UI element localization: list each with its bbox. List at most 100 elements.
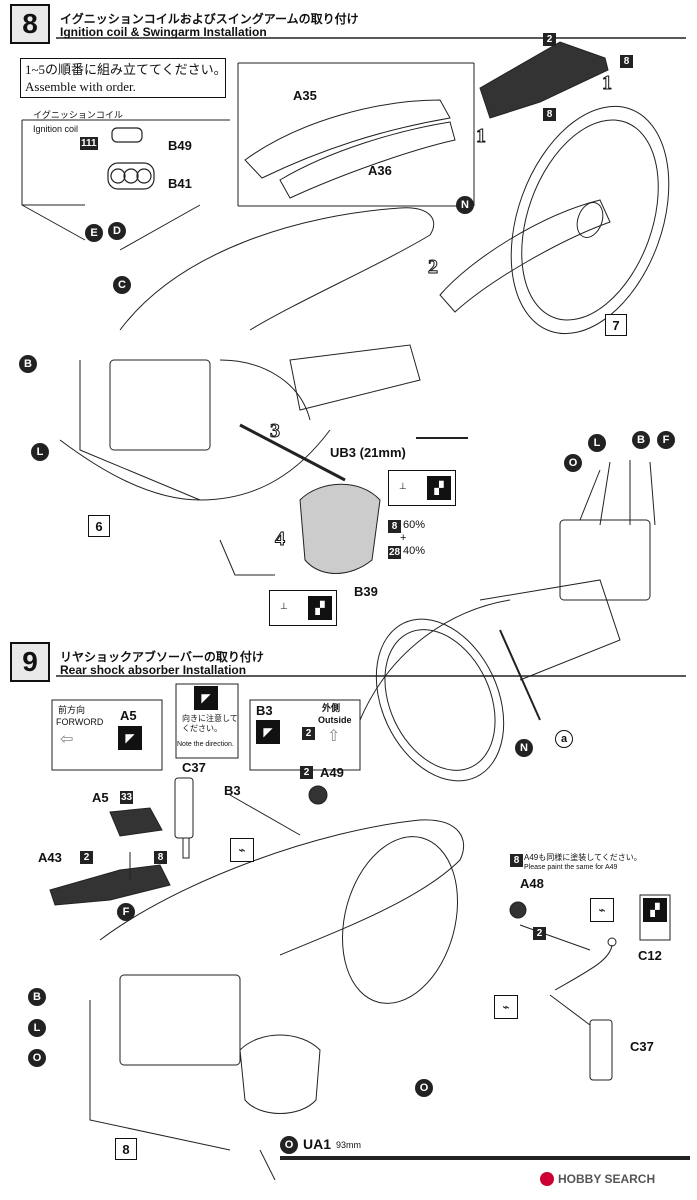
decal-b-left: B <box>19 355 37 373</box>
part-a36: A36 <box>368 163 392 178</box>
order-mark-1-left: 1 <box>476 125 487 148</box>
cement-icon-left: ⌁ <box>230 838 254 862</box>
direction-note-en: Note the direction. <box>177 741 234 748</box>
decal-f-right: F <box>657 431 675 449</box>
step9-title-en: Rear shock absorber Installation <box>60 663 247 677</box>
forward-label-jp: 前方向 <box>58 705 86 715</box>
part-b49: B49 <box>168 138 192 153</box>
decal-b-right: B <box>632 431 650 449</box>
sub-step-6: 6 <box>88 515 110 537</box>
paint-mix-plus: + <box>400 532 407 544</box>
decal-c: C <box>113 276 131 294</box>
step-number-9: 9 <box>10 642 50 682</box>
watermark-text: HOBBY SEARCH <box>558 1172 656 1186</box>
paint-callout-28: 28 <box>388 546 402 559</box>
part-a5-main: A5 <box>92 790 109 805</box>
paint-icon: ▞ <box>427 476 451 500</box>
paint-mix-40: 40% <box>403 545 426 557</box>
ignition-coil-label-jp: イグニッションコイル <box>33 110 123 120</box>
decal-l-step9: L <box>28 1019 46 1037</box>
part-ub3: UB3 (21mm) <box>330 445 406 460</box>
sub-step-7: 7 <box>605 314 627 336</box>
part-a35: A35 <box>293 88 317 103</box>
part-b3-main: B3 <box>224 783 241 798</box>
order-mark-4: 4 <box>275 528 286 551</box>
part-c12: C12 <box>638 948 662 963</box>
paint-callout-2-a49: 2 <box>300 766 313 779</box>
part-a43: A43 <box>38 850 62 865</box>
order-mark-3: 3 <box>270 420 281 443</box>
part-b41: B41 <box>168 176 192 191</box>
paint-callout-2-a43: 2 <box>80 851 93 864</box>
direction-icon: ◤ <box>194 686 218 710</box>
part-c37-left: C37 <box>182 760 206 775</box>
step-number-text: 8 <box>22 8 38 39</box>
part-a49: A49 <box>320 765 344 780</box>
paint-tip-icon-lower: ⊥ <box>280 601 288 611</box>
part-a48: A48 <box>520 876 544 891</box>
decal-l-right: L <box>588 434 606 452</box>
step8-title-jp: イグニッションコイルおよびスイングアームの取り付け <box>60 12 359 26</box>
paint-box-lower: ▞ ⊥ <box>269 590 337 626</box>
forward-label-en: FORWORD <box>56 717 104 727</box>
paint-tip-icon: ⊥ <box>399 481 407 491</box>
step9-title-jp: リヤショックアブソーバーの取り付け <box>60 650 264 664</box>
decal-l-left: L <box>31 443 49 461</box>
cement-icon-c12: ⌁ <box>590 898 614 922</box>
decal-e: E <box>85 224 103 242</box>
paint-callout-33: 33 <box>120 791 134 804</box>
sub-step-8: 8 <box>115 1138 137 1160</box>
paint-callout-2: 2 <box>543 33 556 46</box>
paint-callout-2-b3: 2 <box>302 727 315 740</box>
paint-direction-icon: ◤ <box>118 726 142 750</box>
decal-d: D <box>108 222 126 240</box>
part-b3-box: B3 <box>256 703 273 718</box>
outside-label-en: Outside <box>318 715 352 725</box>
step-number-8: 8 <box>10 4 50 44</box>
part-a5-box: A5 <box>120 708 137 723</box>
forward-arrow-icon: ⇦ <box>60 731 74 748</box>
step8-title-en: Ignition coil & Swingarm Installation <box>60 25 267 39</box>
decal-o-step9: O <box>28 1049 46 1067</box>
assembly-order-note: 1~5の順番に組み立ててください。 Assemble with order. <box>20 58 227 98</box>
step-number-text: 9 <box>22 646 38 677</box>
callout-a: a <box>555 730 573 748</box>
order-mark-1-right: 1 <box>602 72 613 95</box>
paint-callout-8-mid: 8 <box>543 108 556 121</box>
paint-mix-60: 60% <box>403 519 426 531</box>
ignition-coil-label-en: Ignition coil <box>33 124 79 134</box>
paint-callout-8-a43: 8 <box>154 851 167 864</box>
order-mark-2: 2 <box>428 256 439 279</box>
footer-part-letter-o: O <box>280 1136 298 1154</box>
paint-note-jp: A49も同様に塗装してください。 <box>524 853 642 862</box>
paint-callout-111: 111 <box>80 137 98 150</box>
outside-label-jp: 外側 <box>322 703 341 713</box>
watermark-logo-icon <box>540 1172 554 1186</box>
paint-callout-8-mix: 8 <box>388 520 401 533</box>
outside-arrow-icon: ⇧ <box>327 728 341 745</box>
watermark: HOBBY SEARCH <box>540 1172 655 1186</box>
footer-part-length: 93mm <box>336 1140 362 1150</box>
decal-n-top: N <box>456 196 474 214</box>
paint-note-en: Please paint the same for A49 <box>524 864 618 871</box>
decal-o-right: O <box>564 454 582 472</box>
part-b39: B39 <box>354 584 378 599</box>
direction-note-jp: 向きに注意して ください。 <box>182 714 238 733</box>
paint-box-upper: ▞ ⊥ <box>388 470 456 506</box>
paint-icon-c12: ▞ <box>643 898 667 922</box>
footer-part-name: UA1 <box>303 1136 332 1152</box>
decal-f-step9: F <box>117 903 135 921</box>
decal-o-bottom: O <box>415 1079 433 1097</box>
b3-paint-icon: ◤ <box>256 720 280 744</box>
paint-icon-lower: ▞ <box>308 596 332 620</box>
paint-callout-8-a48: 8 <box>510 854 523 867</box>
decal-b-step9: B <box>28 988 46 1006</box>
decal-n-bottom: N <box>515 739 533 757</box>
part-c37-right: C37 <box>630 1039 654 1054</box>
order-note-en: Assemble with order. <box>25 79 136 94</box>
cement-icon-c37: ⌁ <box>494 995 518 1019</box>
order-note-jp: 1~5の順番に組み立ててください。 <box>25 62 227 77</box>
paint-callout-8-top: 8 <box>620 55 633 68</box>
paint-callout-2-a48: 2 <box>533 927 546 940</box>
